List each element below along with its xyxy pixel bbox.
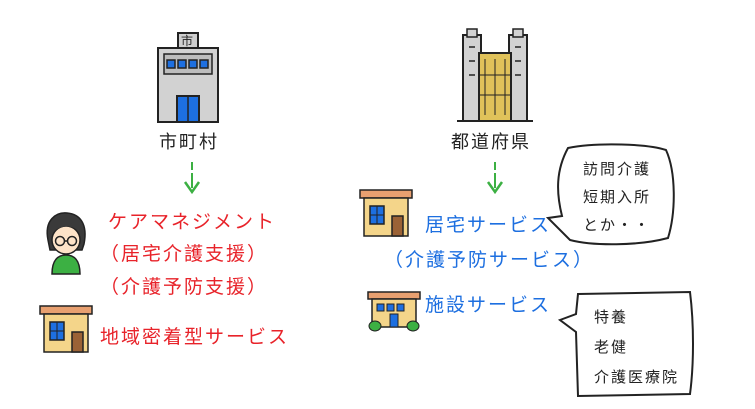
- community-house-icon: [39, 305, 93, 353]
- care-facility-icon: [367, 291, 421, 332]
- prefecture-office-building-icon: [457, 28, 533, 122]
- prefecture-label: 都道府県: [451, 132, 531, 153]
- down-arrow-icon: [486, 162, 504, 195]
- care-manager-person-icon: [46, 212, 86, 275]
- prevention-support-label: （介護予防支援）: [100, 276, 269, 298]
- bubble-top-line-3: とか・・: [583, 216, 652, 234]
- speech-bubble-bottom: [557, 290, 694, 398]
- speech-bubble-top: [545, 143, 675, 246]
- bubble-top-line-1: 訪問介護: [583, 160, 652, 178]
- home-service-label: 居宅サービス: [425, 214, 552, 236]
- municipality-label: 市町村: [159, 132, 219, 153]
- city-hall-building-icon: [157, 32, 219, 123]
- down-arrow-icon: [183, 162, 201, 195]
- bubble-bottom-line-2: 老健: [594, 338, 629, 356]
- community-based-service-label: 地域密着型サービス: [100, 326, 290, 348]
- care-management-label: ケアマネジメント: [108, 211, 277, 233]
- bubble-bottom-line-3: 介護医療院: [594, 368, 680, 386]
- facility-service-label: 施設サービス: [425, 294, 552, 316]
- home-care-support-label: （居宅介護支援）: [100, 243, 269, 265]
- prevention-service-label: （介護予防サービス）: [384, 249, 595, 271]
- bubble-top-line-2: 短期入所: [583, 188, 652, 206]
- building-sign-text: 市: [181, 34, 194, 48]
- bubble-bottom-line-1: 特養: [594, 308, 629, 326]
- home-service-house-icon: [359, 189, 413, 237]
